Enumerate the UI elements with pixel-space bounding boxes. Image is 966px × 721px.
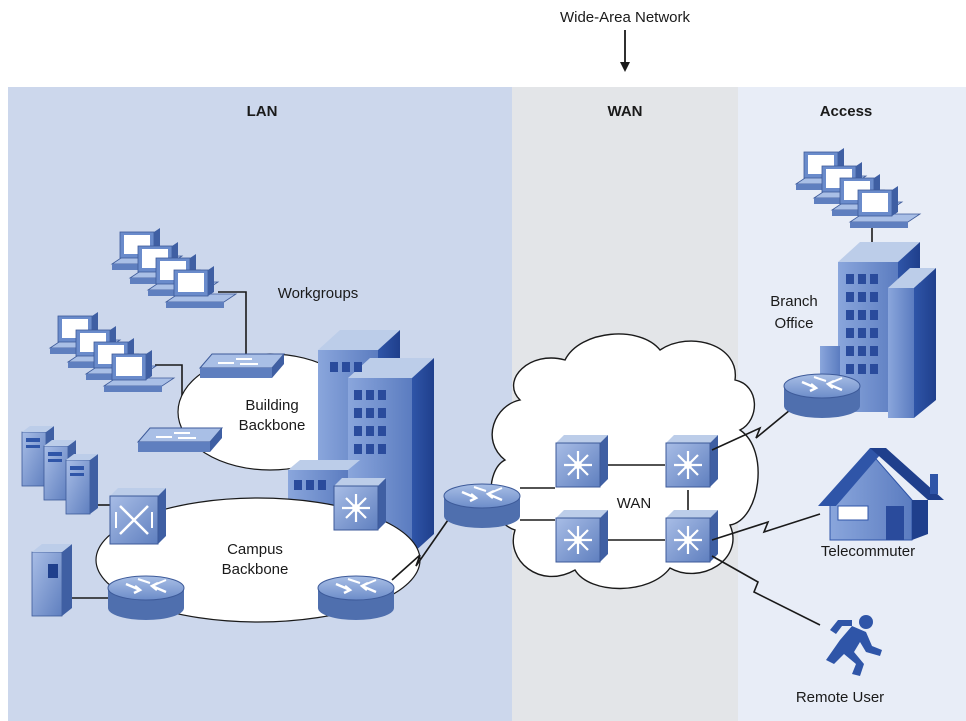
workgroups-label: Workgroups: [278, 285, 359, 302]
down-arrow-icon: [620, 30, 630, 72]
campus-backbone-label-line1: Campus: [227, 541, 283, 558]
workgroup-switch-upper: [199, 353, 285, 379]
atm-switch-icon: [108, 486, 168, 546]
remote-user-label: Remote User: [796, 689, 884, 706]
building-multilayer-switch: [332, 476, 388, 532]
lan-heading: LAN: [247, 103, 278, 120]
building-backbone-label-line1: Building: [245, 397, 298, 414]
telecommuter-label: Telecommuter: [821, 543, 915, 560]
wan-switch-top-right: [664, 433, 720, 489]
running-person-icon: [826, 615, 882, 676]
campus-router-right: [316, 574, 396, 622]
wan-switch-bottom-right: [664, 508, 720, 564]
campus-router-left: [106, 574, 186, 622]
wan-links: [520, 464, 689, 541]
workgroup-switch-lower: [137, 427, 223, 453]
building-backbone-label-line2: Backbone: [239, 417, 306, 434]
wan-cloud: [490, 333, 759, 590]
branch-office-label-line2: Office: [775, 315, 814, 332]
house-icon: [818, 448, 944, 541]
campus-backbone-label-line2: Backbone: [222, 561, 289, 578]
wan-heading: WAN: [608, 103, 643, 120]
wan-cloud-label: WAN: [617, 495, 651, 512]
branch-office-label-line1: Branch: [770, 293, 818, 310]
branch-office-building-icon: [820, 242, 936, 418]
wan-switch-top-left: [554, 433, 610, 489]
wan-edge-router: [442, 482, 522, 530]
wan-switch-bottom-left: [554, 508, 610, 564]
access-heading: Access: [820, 103, 873, 120]
mainframe-icon: [31, 544, 72, 617]
serial-link-campus-wan: [391, 519, 449, 581]
wide-area-network-label: Wide-Area Network: [560, 9, 691, 26]
branch-router-icon: [782, 372, 862, 420]
access-links: [711, 226, 873, 626]
